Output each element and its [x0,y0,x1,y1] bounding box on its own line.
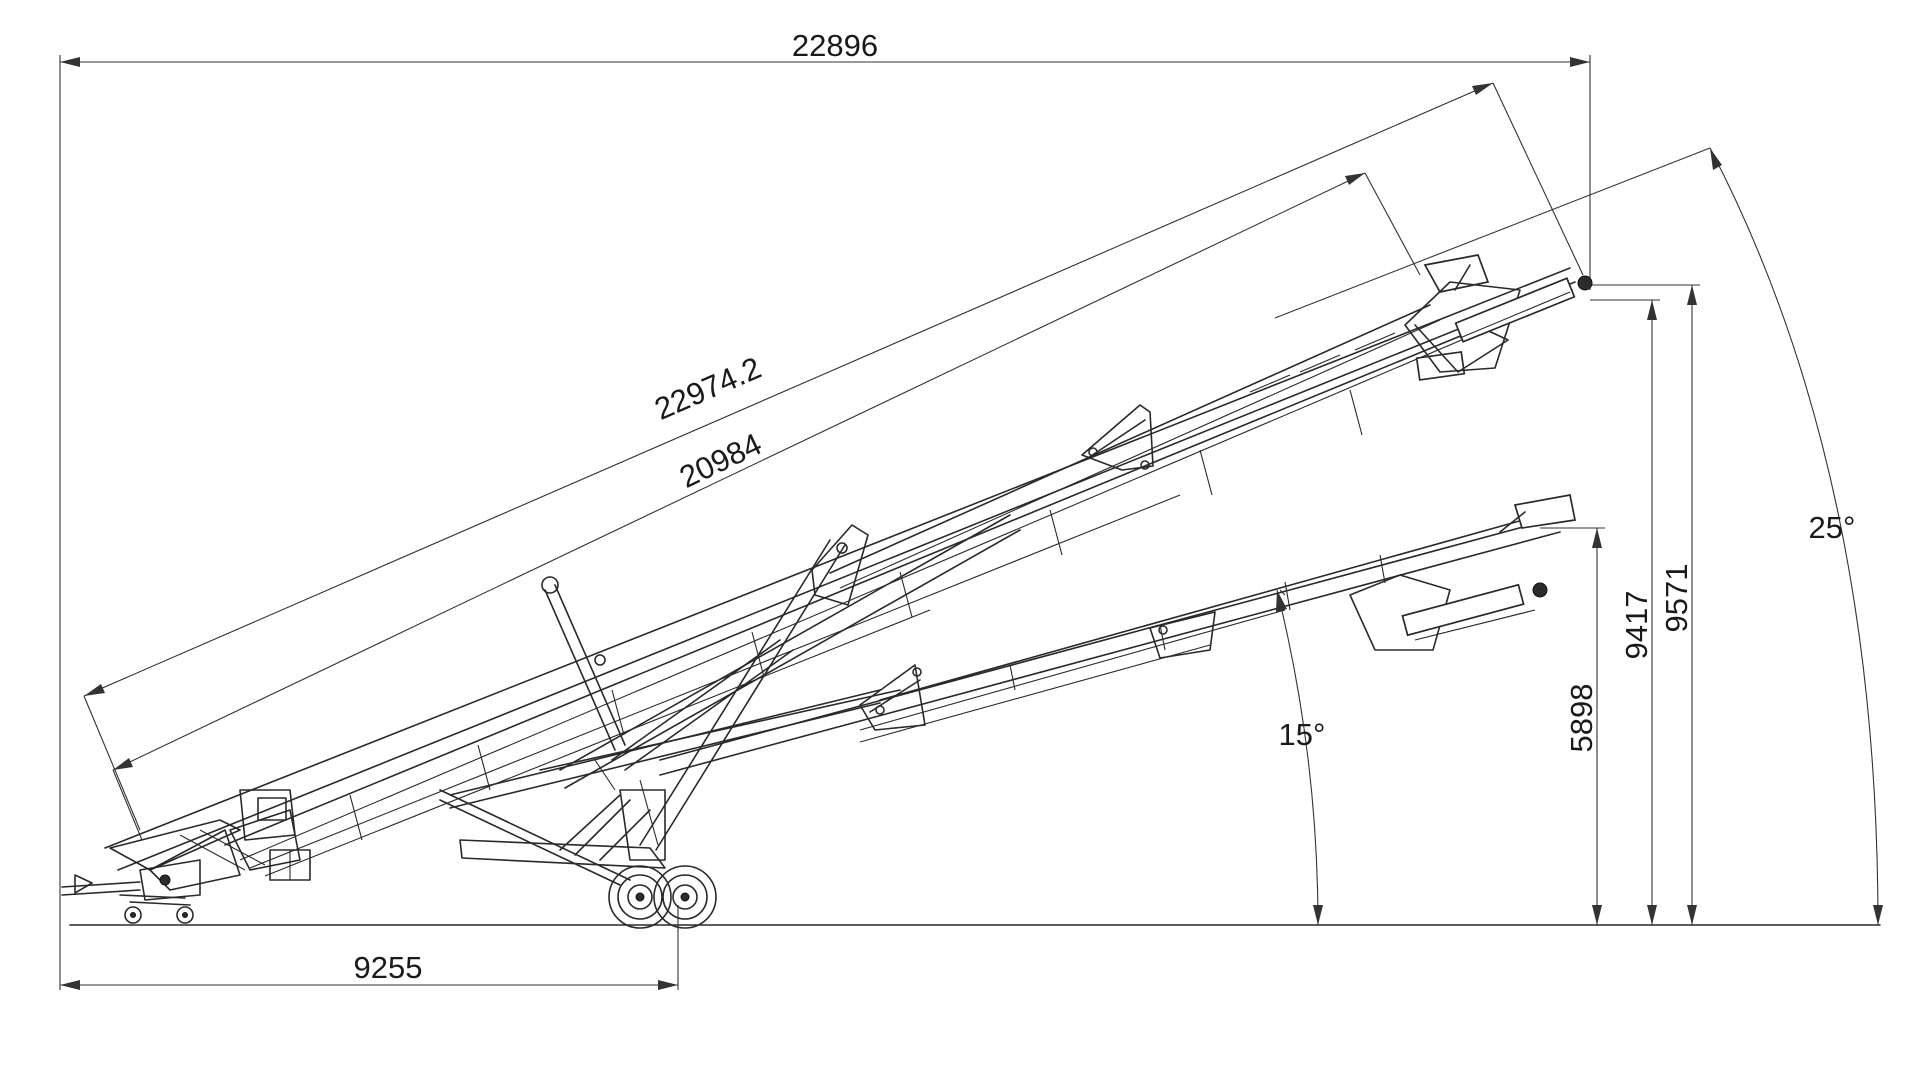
dim-belt-length: 20984 [112,172,1421,841]
angle-high-arc: 25° [1274,147,1883,926]
dim-conveyor-length-label: 22974.2 [649,350,766,427]
wheel-rear [608,865,672,929]
support-arms [449,514,1021,851]
dim-overall-length-label: 22896 [792,28,878,63]
dim-height-high-outer-label: 9571 [1659,564,1694,633]
wheel-front [653,865,717,929]
conveyor-boom-high [104,254,1593,877]
dim-axle-distance: 9255 [60,905,679,990]
tail-hopper [109,789,311,901]
dim-height-low: 5898 [1540,527,1605,925]
conveyor-boom-low [659,494,1577,776]
dim-axle-distance-label: 9255 [354,950,423,985]
jockey-wheel-1 [124,906,142,924]
belt-cleaner-high [1454,275,1593,343]
undercarriage-frame [439,759,666,886]
dim-height-low-label: 5898 [1564,684,1599,753]
dim-height-high-inner-label: 9417 [1619,591,1654,660]
angle-low-label: 15° [1279,717,1326,752]
dim-belt-length-label: 20984 [674,426,767,495]
dim-overall-length: 22896 [59,28,1591,990]
tow-hitch [61,874,191,906]
angle-low-arc: 15° [1276,589,1326,926]
dim-height-high-outer: 9571 [1590,284,1700,925]
dim-height-high-inner: 9417 [1590,299,1660,925]
dim-conveyor-length: 22974.2 [83,82,1584,831]
belt-cleaner-low [1401,582,1548,641]
jockey-wheel-2 [176,906,194,924]
angle-high-label: 25° [1809,510,1856,545]
